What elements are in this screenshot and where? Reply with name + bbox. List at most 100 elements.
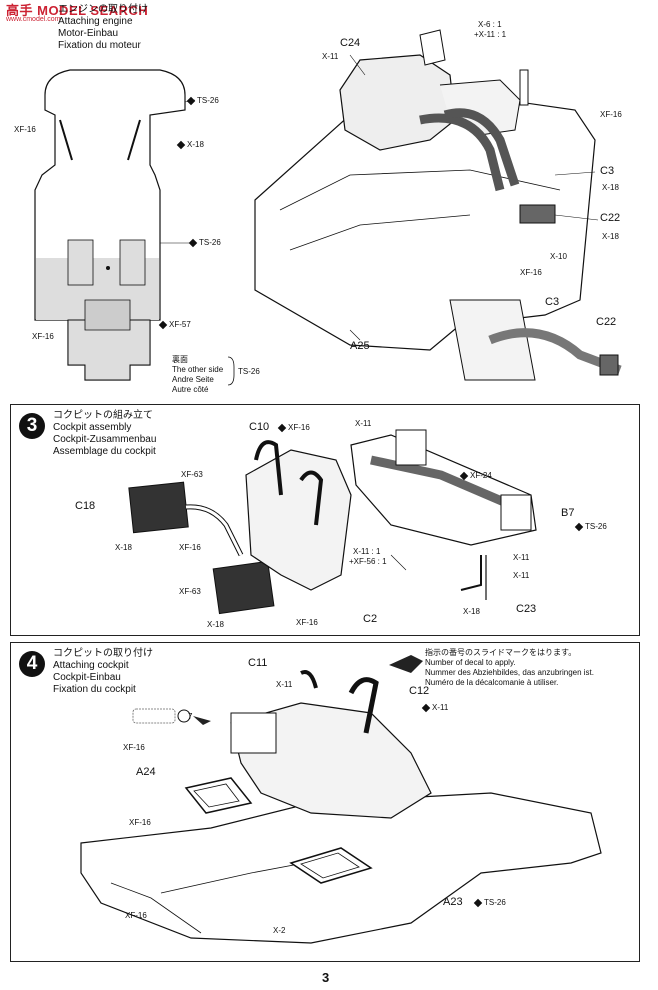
label-text: XF-16 [288,423,310,432]
step2-title: エンジンの取り付け Attaching engine Motor-Einbau … [58,4,148,52]
label-text: TS-26 [199,238,221,247]
label-xf24: XF-24 [459,471,492,481]
decal-7: 7 [188,712,193,721]
other-side-jp: 裏面 [172,355,188,364]
label-x18-b: X-18 [207,620,224,629]
label-xf16-b: XF-16 [179,543,201,552]
decal-note-de: Nummer des Abziehbildes, das anzubringen… [425,668,594,677]
label-xf16-c: XF-16 [296,618,318,627]
label-text: X-18 [187,140,204,149]
title-en: Attaching cockpit [53,660,129,671]
label-xf16-c: XF-16 [600,110,622,119]
step4-panel: 4 コクピットの取り付け Attaching cockpit Cockpit-E… [10,642,640,962]
label-x18-a: X-18 [115,543,132,552]
label-ts26-b: TS-26 [188,238,221,248]
label-xf16-a: XF-16 [277,423,310,433]
title-de: Motor-Einbau [58,28,119,39]
paint-icon [574,522,584,532]
step2-drawing [34,29,622,386]
step3-drawing [128,429,537,615]
title-en: Attaching engine [58,16,133,27]
label-x18-a: X-18 [176,140,204,150]
label-xf16-d: XF-16 [520,268,542,277]
paint-icon [188,238,198,248]
label-xf63-a: XF-63 [181,470,203,479]
label-x18-b: X-18 [602,183,619,192]
label-xf16-b: XF-16 [129,818,151,827]
other-side-de: Andre Seite [172,375,214,384]
step3-panel: 3 コクピットの組み立て Cockpit assembly Cockpit-Zu… [10,404,640,636]
decal-note-jp: 指示の番号のスライドマークをはります。 [425,648,577,657]
label-x6: X-6 : 1 [478,20,502,29]
page-number: 3 [322,970,330,985]
part-c11: C11 [248,657,268,669]
label-xf16-b: XF-16 [32,332,54,341]
paint-icon [277,423,287,433]
other-side-note: 裏面 The other side Andre Seite Autre côté [172,355,223,395]
title-fr: Fixation du moteur [58,40,141,51]
title-en: Cockpit assembly [53,422,132,433]
other-side-fr: Autre côté [172,385,209,394]
label-text: X-11 [432,703,449,712]
label-xf16-a: XF-16 [123,743,145,752]
label-text: XF-24 [470,471,492,480]
watermark: 高手 MODEL SEARCH [6,3,149,18]
part-c10: C10 [249,421,270,433]
label-x11-b: +X-11 : 1 [474,30,507,39]
step3-number: 3 [19,413,45,439]
label-text: TS-26 [484,898,506,907]
paint-icon [176,140,186,150]
part-c3-b: C3 [545,296,560,308]
title-fr: Fixation du cockpit [53,684,136,695]
label-x11-c: X-11 [513,553,530,562]
part-c24: C24 [340,37,361,49]
label-x11-a: X-11 [355,419,372,428]
paint-icon [473,898,483,908]
title-de: Cockpit-Zusammenbau [53,434,157,445]
step4-drawing [80,655,602,944]
part-c22-b: C22 [596,316,617,328]
step4-number: 4 [19,651,45,677]
label-xf16-c: XF-16 [125,911,147,920]
other-side-en: The other side [172,365,224,374]
part-a24: A24 [136,766,156,778]
label-xf57: XF-57 [158,320,191,330]
decal-note-fr: Numéro de la décalcomanie à utiliser. [425,678,559,687]
paint-icon [459,471,469,481]
part-c22-a: C22 [600,212,621,224]
label-xf63-b: XF-63 [179,587,201,596]
label-xf16-a: XF-16 [14,125,36,134]
decal-note-en: Number of decal to apply. [425,658,516,667]
label-x10: X-10 [550,252,567,261]
title-jp: コクピットの組み立て [53,410,153,421]
step4-title: コクピットの取り付け Attaching cockpit Cockpit-Ein… [53,648,153,696]
part-c23: C23 [516,603,537,615]
label-ts26-c: TS-26 [238,367,260,376]
label-x11-a: X-11 [276,680,293,689]
part-c3-a: C3 [600,165,615,177]
part-a23: A23 [443,896,463,908]
title-jp: エンジンの取り付け [58,4,148,15]
paint-icon [186,96,196,106]
part-c12: C12 [409,685,430,697]
label-ts26-a: TS-26 [186,96,219,106]
watermark-url: www.cmodel.com [6,16,61,23]
label-ts26: TS-26 [473,898,506,908]
step3-title: コクピットの組み立て Cockpit assembly Cockpit-Zusa… [53,410,156,458]
label-text: TS-26 [197,96,219,105]
label-xf56: +XF-56 : 1 [349,557,387,566]
label-x11-b: X-11 : 1 [353,547,381,556]
part-c18: C18 [75,500,96,512]
title-de: Cockpit-Einbau [53,672,121,683]
label-x2: X-2 [273,926,286,935]
part-c2: C2 [363,613,378,625]
label-text: XF-57 [169,320,191,329]
title-fr: Assemblage du cockpit [53,446,156,457]
label-x11-b: X-11 [421,703,449,713]
label-x11-d: X-11 [513,571,530,580]
decal-note: 指示の番号のスライドマークをはります。 Number of decal to a… [425,648,594,688]
title-jp: コクピットの取り付け [53,648,153,659]
label-x11-a: X-11 [322,52,339,61]
paint-icon [421,703,431,713]
label-text: TS-26 [585,522,607,531]
